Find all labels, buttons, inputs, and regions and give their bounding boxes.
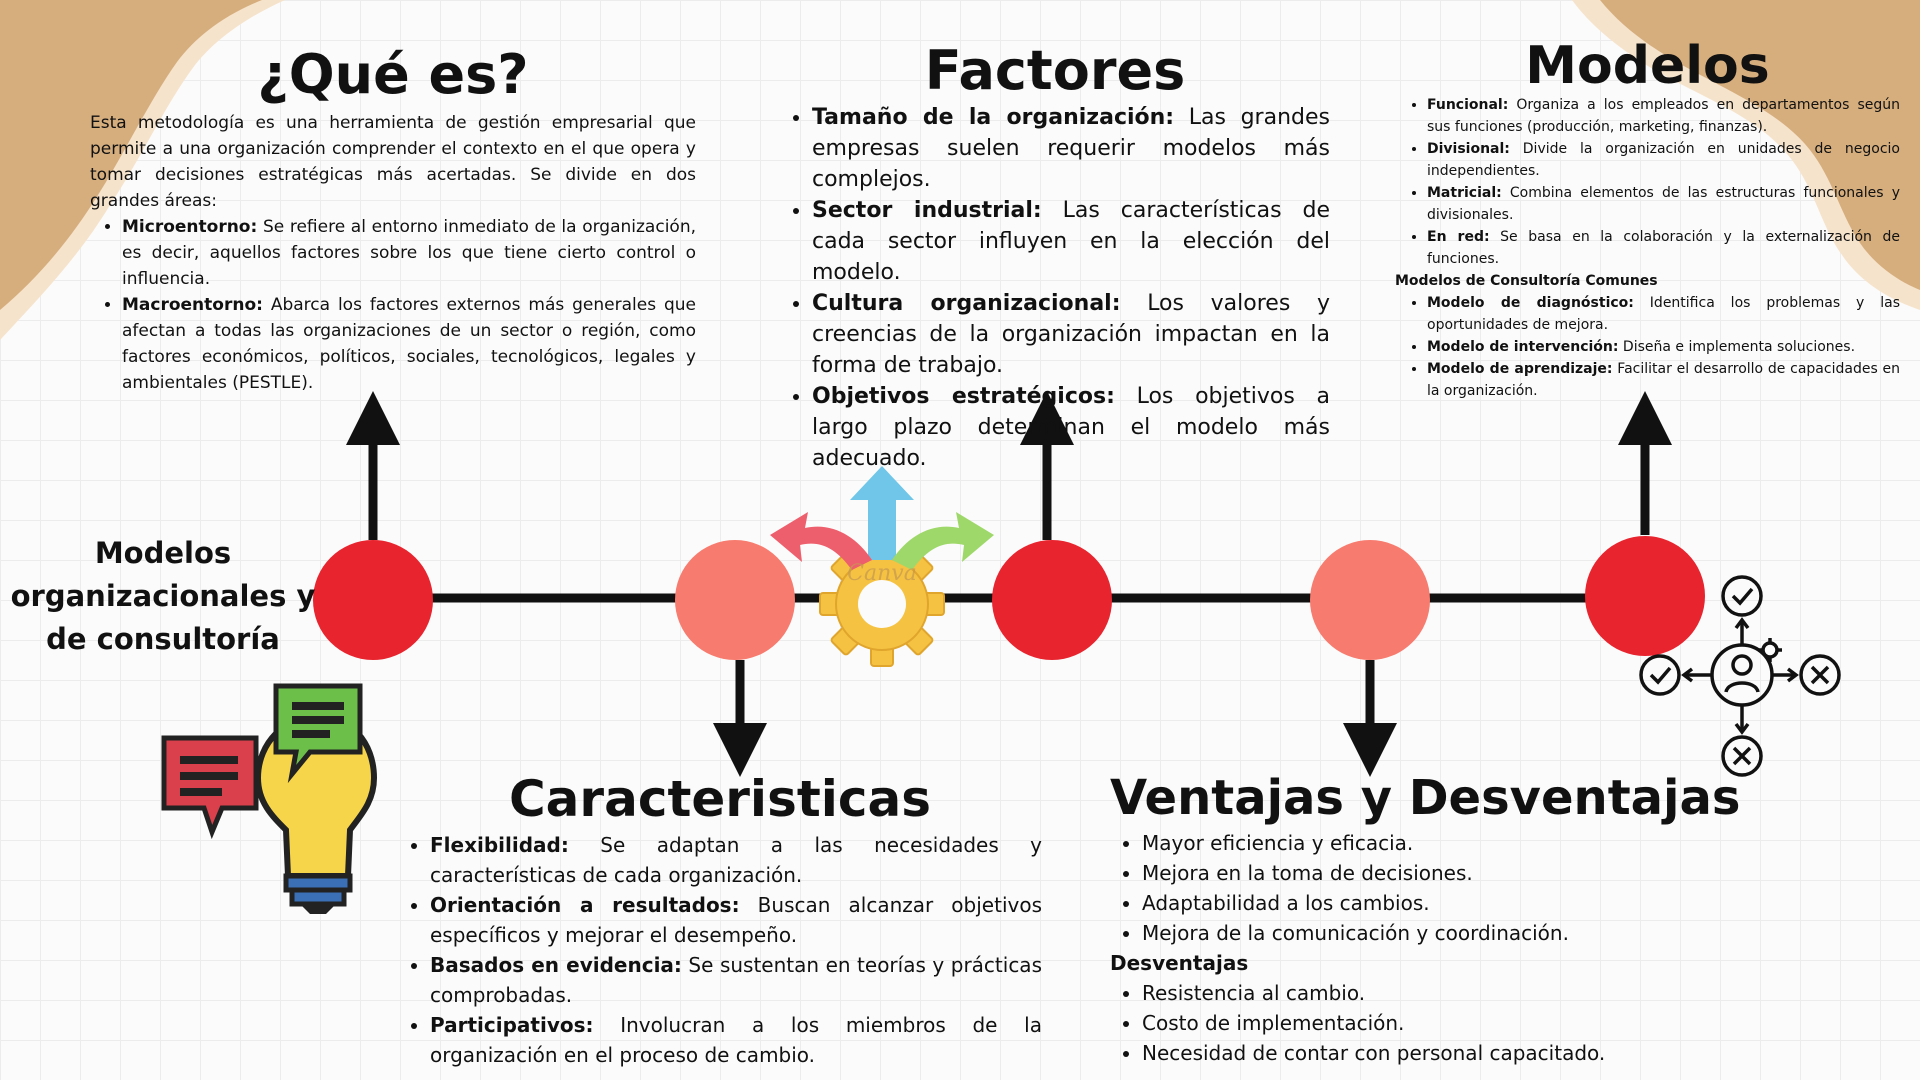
list-item: Macroentorno: Abarca los factores extern… [122, 292, 696, 396]
timeline-node-que-es [313, 540, 433, 660]
timeline-node-caracteristicas [675, 540, 795, 660]
lightbulb-ideas-icon [161, 683, 378, 914]
list-item: Modelo de aprendizaje: Facilitar el desa… [1427, 358, 1900, 402]
consultoria-list: Modelo de diagnóstico: Identifica los pr… [1395, 292, 1900, 402]
section-factores: Factores Tamaño de la organización: Las … [780, 44, 1330, 474]
corner-blob-left [0, 0, 285, 340]
list-item: Flexibilidad: Se adaptan a las necesidad… [430, 830, 1042, 890]
user-decision-network-icon [1639, 575, 1841, 777]
list-item: Orientación a resultados: Buscan alcanza… [430, 890, 1042, 950]
title-factores: Factores [924, 39, 1186, 102]
list-item: Microentorno: Se refiere al entorno inme… [122, 214, 696, 292]
list-item: Costo de implementación. [1142, 1008, 1690, 1038]
list-item: Mayor eficiencia y eficacia. [1142, 828, 1690, 858]
desventajas-list: Resistencia al cambio. Costo de implemen… [1110, 978, 1690, 1068]
list-item: Matricial: Combina elementos de las estr… [1427, 182, 1900, 226]
list-item: Tamaño de la organización: Las grandes e… [812, 102, 1330, 195]
list-item: Resistencia al cambio. [1142, 978, 1690, 1008]
list-item: En red: Se basa en la colaboración y la … [1427, 226, 1900, 270]
ventajas-list: Mayor eficiencia y eficacia. Mejora en l… [1110, 828, 1690, 948]
timeline-node-factores [992, 540, 1112, 660]
gear-arrows-icon: Canva [770, 466, 994, 667]
list-item: Participativos: Involucran a los miembro… [430, 1010, 1042, 1070]
section-caracteristicas: Caracteristicas Flexibilidad: Se adaptan… [398, 774, 1042, 1070]
section-que-es: ¿Qué es? Esta metodología es una herrami… [90, 48, 696, 396]
canva-watermark: Canva [847, 561, 917, 586]
list-item: Basados en evidencia: Se sustentan en te… [430, 950, 1042, 1010]
list-item: Necesidad de contar con personal capacit… [1142, 1038, 1690, 1068]
que-es-intro: Esta metodología es una herramienta de g… [90, 113, 696, 211]
corner-blob-right [1572, 0, 1920, 310]
main-topic-label: Modelos organizacionales y de consultorí… [10, 536, 316, 656]
list-item: Adaptabilidad a los cambios. [1142, 888, 1690, 918]
list-item: Mejora en la toma de decisiones. [1142, 858, 1690, 888]
timeline-node-ventajas [1310, 540, 1430, 660]
timeline-node-modelos [1585, 536, 1705, 656]
list-item: Objetivos estratégicos: Los objetivos a … [812, 381, 1330, 474]
factores-list: Tamaño de la organización: Las grandes e… [780, 102, 1330, 474]
section-modelos: Modelos Funcional: Organiza a los emplea… [1395, 40, 1900, 402]
list-item: Modelo de diagnóstico: Identifica los pr… [1427, 292, 1900, 336]
caracteristicas-list: Flexibilidad: Se adaptan a las necesidad… [398, 830, 1042, 1070]
title-caracteristicas: Caracteristicas [508, 770, 932, 828]
modelos-subheading: Modelos de Consultoría Comunes [1395, 273, 1658, 289]
title-ventajas: Ventajas y Desventajas [1110, 770, 1741, 826]
list-item: Cultura organizacional: Los valores y cr… [812, 288, 1330, 381]
list-item: Modelo de intervención: Diseña e impleme… [1427, 336, 1900, 358]
section-ventajas: Ventajas y Desventajas Mayor eficiencia … [1110, 770, 1741, 1068]
que-es-list: Microentorno: Se refiere al entorno inme… [90, 214, 696, 396]
list-item: Sector industrial: Las características d… [812, 195, 1330, 288]
title-modelos: Modelos [1525, 36, 1770, 96]
list-item: Funcional: Organiza a los empleados en d… [1427, 94, 1900, 138]
desventajas-subheading: Desventajas [1110, 951, 1249, 975]
list-item: Mejora de la comunicación y coordinación… [1142, 918, 1690, 948]
title-que-es: ¿Qué es? [257, 43, 529, 106]
list-item: Divisional: Divide la organización en un… [1427, 138, 1900, 182]
modelos-list: Funcional: Organiza a los empleados en d… [1395, 94, 1900, 270]
